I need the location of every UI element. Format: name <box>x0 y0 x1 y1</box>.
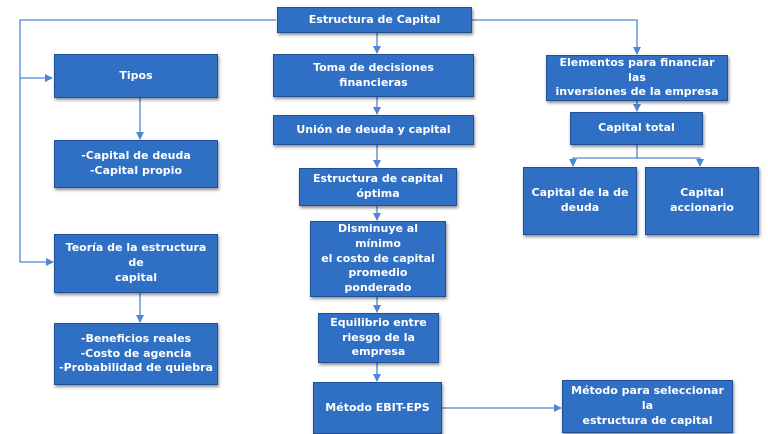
node-equilibrio-riesgo: Equilibrio entre riesgo de la empresa <box>318 313 439 363</box>
node-metodo-seleccionar: Método para seleccionar la estructura de… <box>562 380 733 433</box>
connector-root-elementos <box>472 19 641 55</box>
node-elementos-financiar: Elementos para financiar las inversiones… <box>546 55 728 101</box>
connector-root-left <box>19 19 276 82</box>
node-estructura-optima: Estructura de capital óptima <box>299 168 457 206</box>
node-toma-de-decisiones: Toma de decisiones financieras <box>273 54 474 97</box>
connector-left-teoria <box>19 78 54 266</box>
node-tipos: Tipos <box>54 54 218 98</box>
connector-total-deuda <box>569 145 638 167</box>
node-metodo-ebit-eps: Método EBIT-EPS <box>313 382 442 434</box>
node-capital-accionario: Capital accionario <box>645 167 759 235</box>
node-capital-deuda: Capital de la de deuda <box>523 167 637 235</box>
node-union-deuda-capital: Unión de deuda y capital <box>273 115 474 145</box>
node-tipos-list: -Capital de deuda -Capital propio <box>54 140 218 188</box>
node-teoria-list: -Beneficios reales -Costo de agencia -Pr… <box>54 323 218 385</box>
node-capital-total: Capital total <box>570 112 703 145</box>
node-teoria: Teoría de la estructura de capital <box>54 234 218 293</box>
node-estructura-de-capital: Estructura de Capital <box>277 7 472 33</box>
connector-total-acc <box>637 157 704 167</box>
node-disminuye-costo: Disminuye al mínimo el costo de capital … <box>310 221 446 297</box>
